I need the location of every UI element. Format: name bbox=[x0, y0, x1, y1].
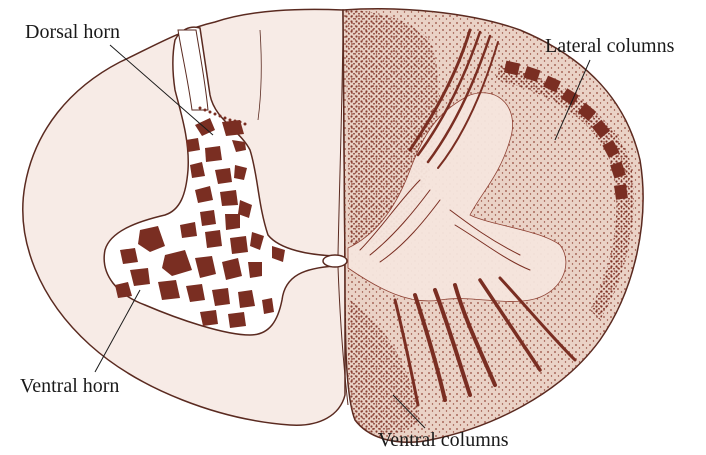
label-ventral-horn: Ventral horn bbox=[20, 376, 119, 396]
label-dorsal-horn: Dorsal horn bbox=[25, 22, 120, 42]
label-ventral-columns: Ventral columns bbox=[378, 430, 509, 450]
label-lateral-columns: Lateral columns bbox=[545, 36, 674, 56]
central-canal bbox=[323, 255, 347, 267]
